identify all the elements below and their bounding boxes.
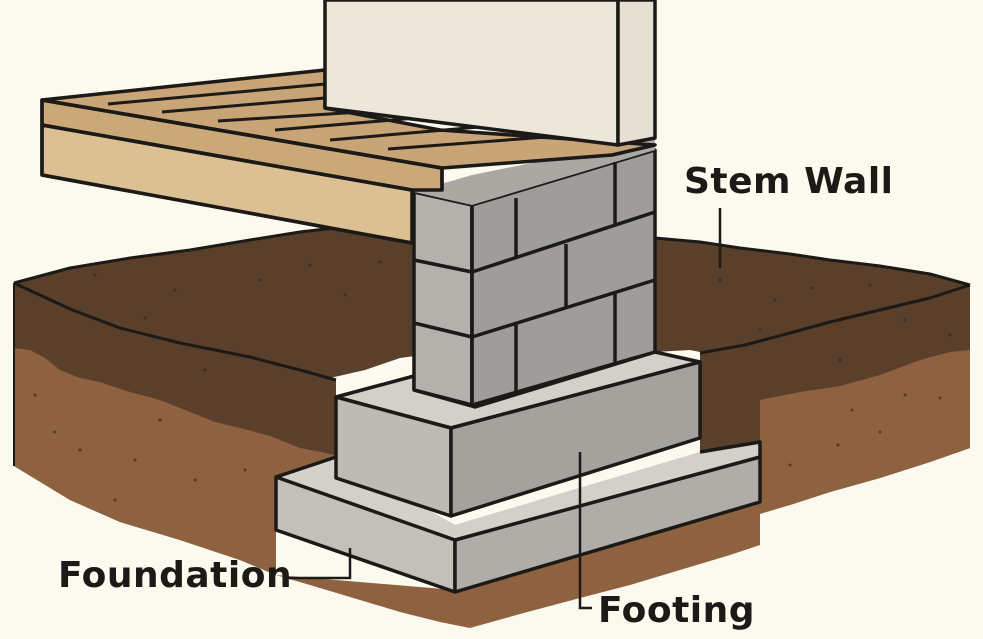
leader-lines	[288, 208, 722, 610]
foundation-label: Foundation	[58, 555, 293, 596]
stem-wall-label: Stem Wall	[684, 161, 894, 202]
upper-wall	[323, 0, 657, 147]
floor-deck	[40, 68, 657, 245]
footing-label: Footing	[598, 590, 756, 631]
footing	[334, 350, 702, 518]
foundation-slab	[274, 440, 762, 594]
subsoil-front-left	[14, 348, 336, 575]
foundation-leader	[288, 548, 352, 580]
soil-top-surface	[14, 220, 415, 378]
soil-under-foundation	[276, 500, 760, 628]
soil-top-right	[655, 238, 970, 353]
footing-leader	[578, 452, 592, 610]
